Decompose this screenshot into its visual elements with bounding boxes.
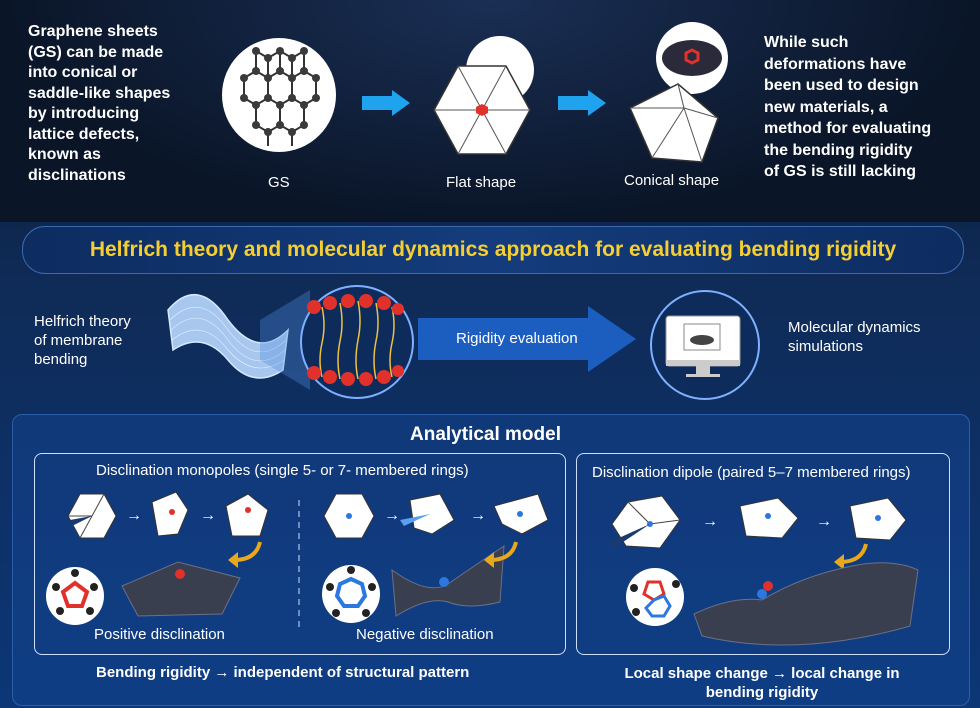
svg-text:→: → bbox=[384, 507, 400, 524]
motivation-line: method for evaluating bbox=[764, 120, 932, 137]
flat-shape-label: Flat shape bbox=[446, 174, 517, 191]
dashed-divider bbox=[298, 500, 300, 630]
approach-banner: Helfrich theory and molecular dynamics a… bbox=[22, 226, 964, 274]
positive-cone-sheet-icon bbox=[121, 561, 241, 617]
helfrich-line: Helfrich theory bbox=[34, 313, 131, 330]
conclusion-right-line: Local shape change → local change in bbox=[624, 665, 900, 682]
intro-line: into conical or bbox=[28, 64, 138, 81]
saddle-surface-icon bbox=[167, 294, 290, 379]
conical-shape-label: Conical shape bbox=[624, 172, 720, 189]
intro-text: Graphene sheets (GS) can be made into co… bbox=[28, 22, 170, 186]
curved-arrow-icon bbox=[228, 541, 262, 568]
analytical-title: Analytical model bbox=[410, 424, 561, 445]
positive-disclination-sequence: → → bbox=[67, 491, 269, 539]
arrow-right-icon bbox=[362, 90, 410, 116]
conclusion-right-line: bending rigidity bbox=[705, 684, 819, 701]
svg-text:→: → bbox=[470, 507, 486, 524]
conical-shape-icon bbox=[629, 83, 719, 163]
banner-title: Helfrich theory and molecular dynamics a… bbox=[89, 238, 897, 261]
conclusion-left: Bending rigidity → independent of struct… bbox=[96, 664, 470, 681]
heptagon-ring-icon bbox=[326, 566, 376, 617]
helfrich-text: Helfrich theory of membrane bending bbox=[34, 312, 131, 369]
pentagon-ring-icon bbox=[52, 569, 98, 615]
curved-arrow-icon bbox=[834, 543, 868, 570]
svg-text:→: → bbox=[200, 507, 216, 524]
motivation-text: While such deformations have been used t… bbox=[764, 32, 931, 183]
intro-line: disclinations bbox=[28, 166, 126, 184]
lipid-bilayer-icon bbox=[307, 294, 404, 386]
positive-disclination-label: Positive disclination bbox=[94, 626, 225, 643]
projection-cone bbox=[260, 290, 310, 390]
dipole-ring-icon bbox=[630, 580, 680, 618]
motivation-line: been used to design bbox=[764, 77, 919, 94]
motivation-line: While such bbox=[764, 34, 849, 51]
graphene-lattice-icon bbox=[240, 47, 320, 146]
helfrich-line: bending bbox=[34, 351, 88, 368]
monopoles-box bbox=[34, 453, 566, 655]
cone-lattice-icon bbox=[662, 40, 722, 76]
negative-saddle-sheet-icon bbox=[391, 545, 505, 617]
intro-line: (GS) can be made bbox=[28, 43, 164, 61]
arrow-right-icon bbox=[558, 90, 606, 116]
md-line: Molecular dynamics bbox=[788, 319, 921, 336]
heptagon-ring-circle bbox=[322, 565, 380, 623]
motivation-line: deformations have bbox=[764, 55, 907, 73]
monopoles-title: Disclination monopoles (single 5- or 7- … bbox=[96, 462, 469, 479]
helfrich-line: of membrane bbox=[34, 332, 123, 349]
md-text: Molecular dynamics simulations bbox=[788, 318, 921, 356]
intro-line: by introducing bbox=[28, 105, 140, 122]
dipole-box bbox=[576, 453, 950, 655]
intro-line: saddle-like shapes bbox=[28, 84, 171, 102]
intro-line: known as bbox=[28, 146, 101, 163]
intro-line: Graphene sheets bbox=[28, 23, 158, 40]
rigidity-arrow-icon bbox=[418, 306, 636, 372]
curved-arrow-icon bbox=[484, 541, 518, 568]
dipole-sheet-icon bbox=[693, 562, 919, 646]
dipole-title: Disclination dipole (paired 5–7 membered… bbox=[592, 464, 911, 481]
negative-disclination-label: Negative disclination bbox=[356, 626, 494, 643]
svg-text:→: → bbox=[126, 507, 142, 524]
flat-hexagon-icon bbox=[433, 65, 531, 155]
gs-label: GS bbox=[268, 174, 290, 191]
computer-monitor-icon bbox=[665, 315, 741, 377]
svg-text:→: → bbox=[816, 513, 832, 530]
intro-line: lattice defects, bbox=[28, 125, 140, 143]
conclusion-right: Local shape change → local change in ben… bbox=[612, 664, 912, 702]
dipole-sequence: → → bbox=[610, 495, 907, 549]
motivation-line: the bending rigidity bbox=[764, 141, 913, 159]
motivation-line: of GS is still lacking bbox=[764, 163, 917, 180]
rigidity-evaluation-label: Rigidity evaluation bbox=[456, 330, 578, 347]
motivation-line: new materials, a bbox=[764, 98, 888, 116]
md-line: simulations bbox=[788, 338, 864, 355]
svg-text:→: → bbox=[702, 513, 718, 530]
negative-disclination-sequence: → → bbox=[323, 493, 549, 539]
